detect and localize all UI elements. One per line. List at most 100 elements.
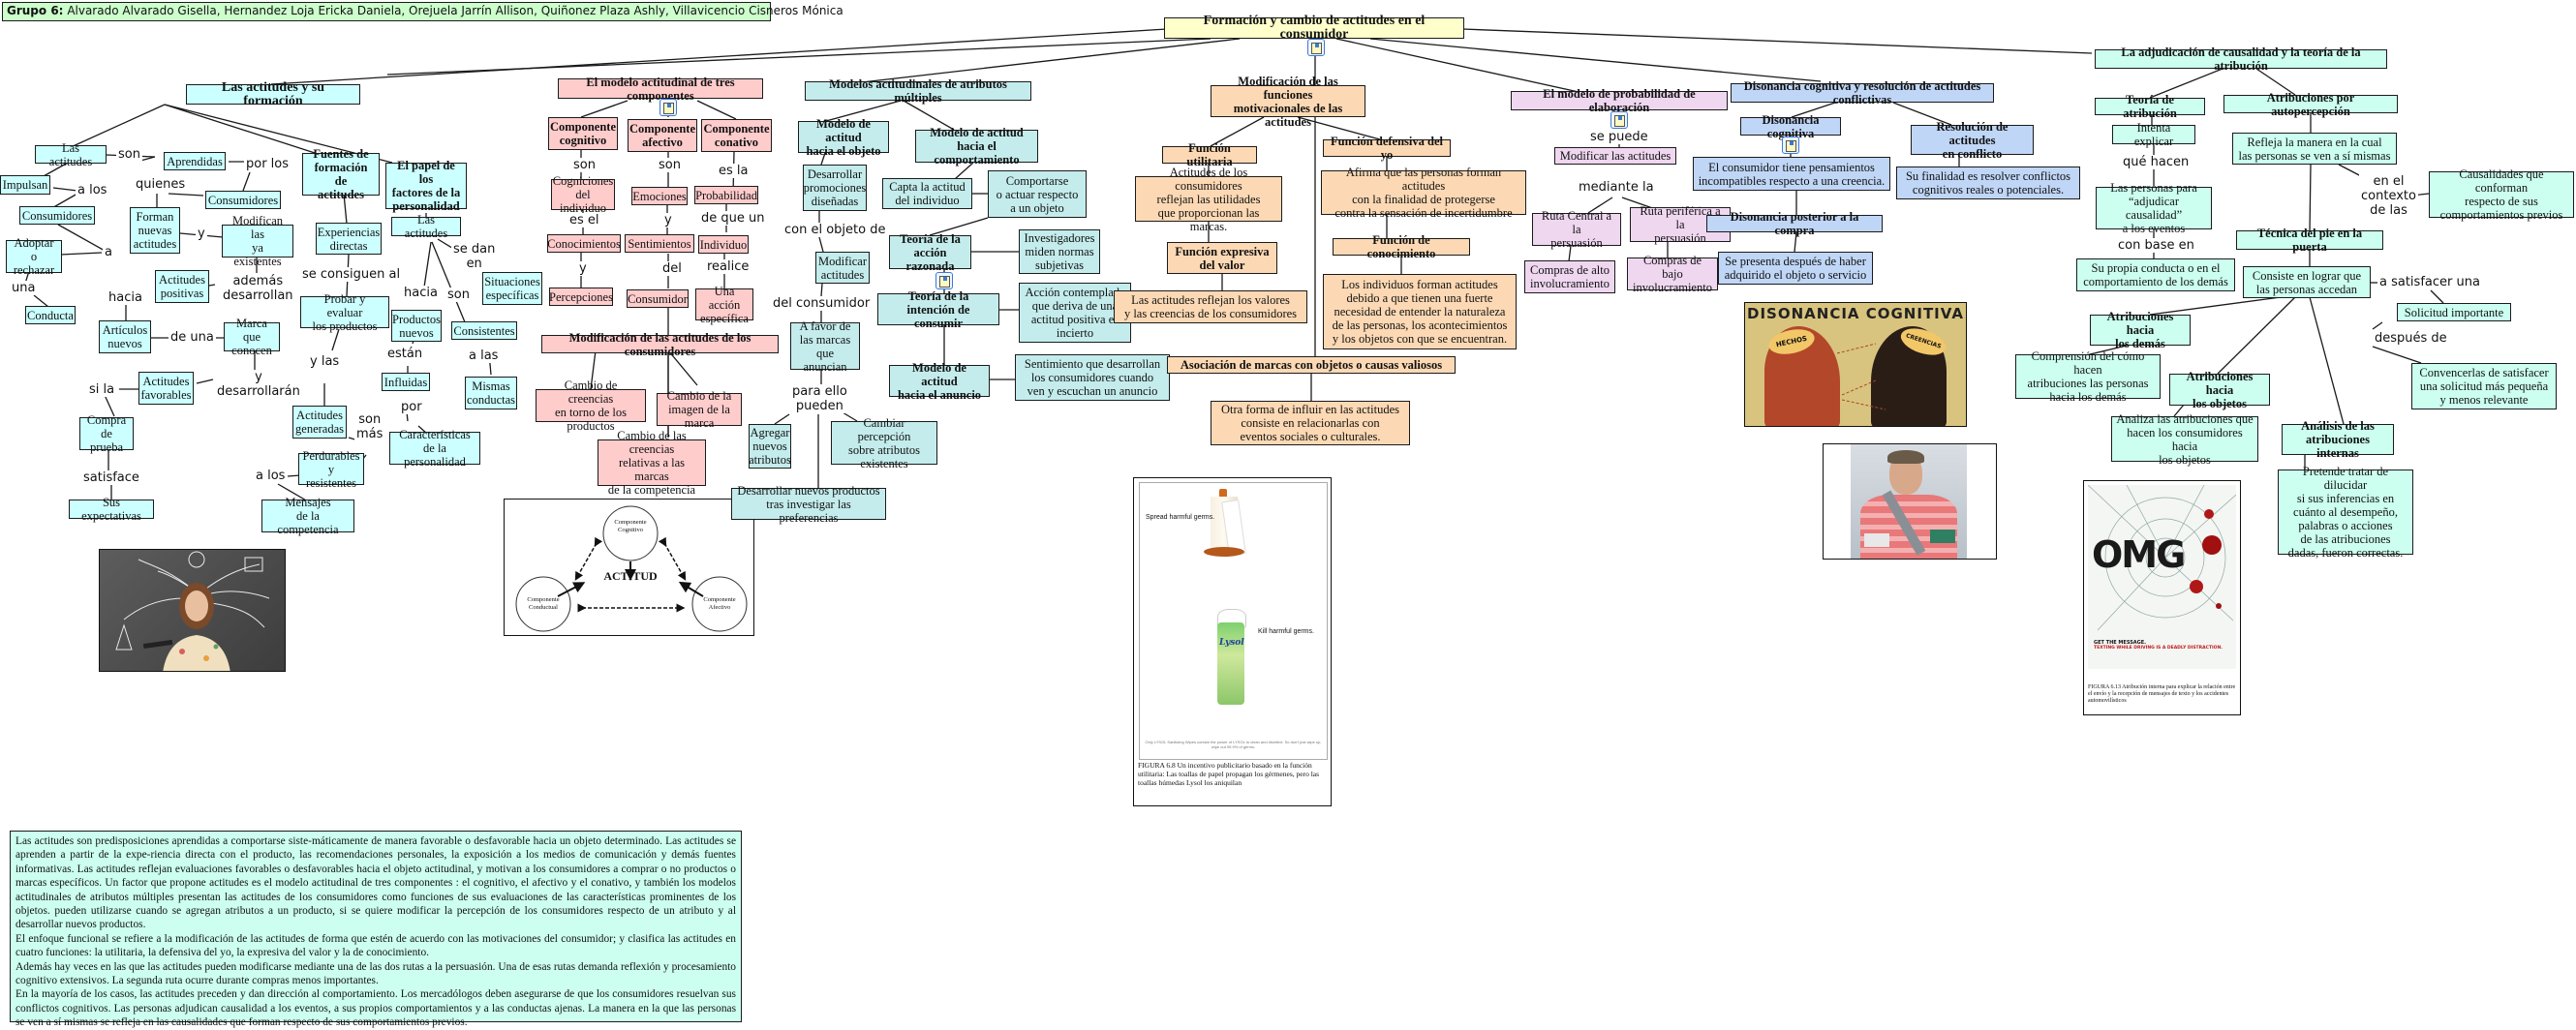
node-conocimiento-desc[interactable]: Los individuos forman actitudes debido a… xyxy=(1323,274,1517,349)
node-componente-cognitivo[interactable]: Componente cognitivo xyxy=(548,117,618,150)
node-pie-puerta[interactable]: Técnica del pie en la puerta xyxy=(2236,227,2383,254)
node-funcion-expresiva[interactable]: Función expresiva del valor xyxy=(1167,242,1277,274)
atribucion-title[interactable]: La adjudicación de causalidad y la teorí… xyxy=(2095,45,2387,73)
node-atribuciones-internas[interactable]: Análisis de las atribuciones internas xyxy=(2282,419,2394,460)
node-consistentes[interactable]: Consistentes xyxy=(451,321,517,340)
node-asociacion[interactable]: Asociación de marcas con objetos o causa… xyxy=(1167,356,1456,374)
funciones-title[interactable]: Modificación de las funciones motivacion… xyxy=(1211,75,1365,129)
node-las-actitudes[interactable]: Las actitudes xyxy=(35,141,107,168)
node-probabilidad[interactable]: Probabilidad xyxy=(694,186,758,204)
node-componente-afectivo[interactable]: Componente afectivo xyxy=(628,119,697,152)
node-accion-contemplada[interactable]: Acción contemplada que deriva de una act… xyxy=(1019,283,1131,343)
node-refleja[interactable]: Refleja la manera en la cual las persona… xyxy=(2232,133,2397,165)
node-actitudes-generadas[interactable]: Actitudes generadas xyxy=(292,406,347,439)
node-comprension[interactable]: Comprensión del cómo hacen atribuciones … xyxy=(2015,349,2161,404)
attachment-icon[interactable] xyxy=(1610,111,1628,129)
node-fuentes[interactable]: Fuentes de formación de actitudes xyxy=(302,147,380,201)
attachment-icon[interactable] xyxy=(1307,39,1325,56)
node-conducta[interactable]: Conducta xyxy=(25,306,76,324)
node-conocimientos[interactable]: Conocimientos xyxy=(547,234,621,253)
elaboracion-title[interactable]: El modelo de probabilidad de elaboración xyxy=(1511,87,1728,114)
node-creencias-productos[interactable]: Cambio de creencias en torno de los prod… xyxy=(536,379,646,433)
node-papel[interactable]: El papel de los factores de la personali… xyxy=(385,159,467,213)
node-adoptar[interactable]: Adoptar o rechazar xyxy=(6,236,62,277)
atributos-multiples-title[interactable]: Modelos actitudinales de atributos múlti… xyxy=(805,77,1031,105)
node-actitudes-favorables[interactable]: Actitudes favorables xyxy=(138,372,194,405)
node-perdurables[interactable]: Perdurables y resistentes xyxy=(298,449,364,490)
node-comportarse[interactable]: Comportarse o actuar respecto a un objet… xyxy=(988,170,1087,218)
node-marca-conocen[interactable]: Marca que conocen xyxy=(224,317,280,357)
node-situaciones[interactable]: Situaciones específicas xyxy=(482,272,542,305)
node-funcion-conocimiento[interactable]: Función de conocimiento xyxy=(1333,233,1470,260)
node-hacia-objetos[interactable]: Atribuciones hacia los objetos xyxy=(2169,370,2270,410)
node-defensiva-desc[interactable]: Afirma que las personas forman actitudes… xyxy=(1321,166,1526,220)
node-hacia-demas[interactable]: Atribuciones hacia los demás xyxy=(2090,310,2191,350)
node-a-favor[interactable]: A favor de las marcas que anuncian xyxy=(790,319,860,374)
node-componente-conativo[interactable]: Componente conativo xyxy=(701,119,772,152)
node-investigadores[interactable]: Investigadores miden normas subjetivas xyxy=(1019,229,1100,274)
node-compras-bajo[interactable]: Compras de bajo involucramiento xyxy=(1627,254,1718,294)
node-compras-alto[interactable]: Compras de alto involucramiento xyxy=(1524,260,1615,293)
node-sus-expectativas[interactable]: Sus expectativas xyxy=(69,496,154,523)
node-influidas[interactable]: Influidas xyxy=(382,373,430,391)
root-node[interactable]: Formación y cambio de actitudes en el co… xyxy=(1164,15,1464,42)
node-compra-prueba[interactable]: Compra de prueba xyxy=(79,413,134,454)
node-las-actitudes-2[interactable]: Las actitudes xyxy=(391,213,461,240)
node-mensajes[interactable]: Mensajes de la competencia xyxy=(261,496,354,536)
disonancia-title[interactable]: Disonancia cognitiva y resolución de act… xyxy=(1731,79,1994,106)
node-hacia-comportamiento[interactable]: Modelo de actitud hacia el comportamient… xyxy=(915,126,1038,167)
node-funcion-utilitaria[interactable]: Función utilitaria xyxy=(1162,141,1257,168)
node-individuo[interactable]: Individuo xyxy=(698,235,749,254)
node-modificar-las-actitudes[interactable]: Modificar las actitudes xyxy=(1554,147,1676,165)
node-sentimiento[interactable]: Sentimiento que desarrollan los consumid… xyxy=(1015,354,1170,401)
node-creencias-competencia[interactable]: Cambio de las creencias relativas a las … xyxy=(598,429,706,497)
node-propia-conducta[interactable]: Su propia conducta o en el comportamient… xyxy=(2076,258,2235,291)
node-intencion-consumir[interactable]: Teoría de la intención de consumir xyxy=(877,289,999,330)
node-agregar[interactable]: Agregar nuevos atributos xyxy=(749,424,791,469)
node-accion-razonada[interactable]: Teoría de la acción razonada xyxy=(889,232,971,273)
node-hacia-anuncio[interactable]: Modelo de actitud hacia el anuncio xyxy=(889,361,990,402)
tres-componentes-title[interactable]: El modelo actitudinal de tres componente… xyxy=(558,76,763,103)
node-consumidor[interactable]: Consumidor xyxy=(627,289,689,308)
node-hacia-objeto[interactable]: Modelo de actitud hacia el objeto xyxy=(798,117,889,158)
node-sentimientos[interactable]: Sentimientos xyxy=(625,234,694,253)
node-probar[interactable]: Probar y evaluar los productos xyxy=(300,292,389,333)
node-articulos-nuevos[interactable]: Artículos nuevos xyxy=(99,320,151,353)
node-solicitud[interactable]: Solicitud importante xyxy=(2397,303,2511,321)
node-causalidades[interactable]: Causalidades que conforman respecto de s… xyxy=(2429,167,2574,222)
node-resolucion-desc[interactable]: Su finalidad es resolver conflictos cogn… xyxy=(1896,167,2080,199)
node-disonancia-cognitiva[interactable]: Disonancia cognitiva xyxy=(1740,113,1841,140)
node-imagen-marca[interactable]: Cambio de la imagen de la marca xyxy=(657,389,742,430)
node-actitudes-positivas[interactable]: Actitudes positivas xyxy=(155,270,209,303)
node-teoria-atribucion[interactable]: Teoría de atribución xyxy=(2095,93,2205,120)
node-expresiva-desc[interactable]: Las actitudes reflejan los valores y las… xyxy=(1114,290,1307,323)
node-aprendidas[interactable]: Aprendidas xyxy=(164,152,226,170)
node-disonancia-posterior[interactable]: Disonancia posterior a la compra xyxy=(1706,210,1883,237)
node-consumidores-left[interactable]: Consumidores xyxy=(19,206,95,225)
node-accion-especifica[interactable]: Una acción específica xyxy=(695,285,753,325)
node-cognitiva-desc[interactable]: El consumidor tiene pensamientos incompa… xyxy=(1693,157,1890,191)
node-desarrollar-nuevos[interactable]: Desarrollar nuevos productos tras invest… xyxy=(731,484,886,525)
node-intenta-explicar[interactable]: Intenta explicar xyxy=(2112,121,2195,148)
node-impulsan[interactable]: Impulsan xyxy=(0,175,50,195)
node-asociacion-desc[interactable]: Otra forma de influir en las actitudes c… xyxy=(1211,401,1410,445)
node-analiza[interactable]: Analiza las atribuciones que hacen los c… xyxy=(2111,412,2258,467)
node-caracteristicas[interactable]: Características de la personalidad xyxy=(389,428,480,469)
attachment-icon[interactable] xyxy=(1782,136,1799,154)
node-resolucion[interactable]: Resolución de actitudes en conflicto xyxy=(1911,120,2034,161)
node-cogniciones[interactable]: Cogniciones del individuo xyxy=(551,174,615,215)
node-productos-nuevos[interactable]: Productos nuevos xyxy=(391,310,442,342)
modificacion-actitudes-title[interactable]: Modificación de las actitudes de los con… xyxy=(541,331,779,358)
node-consumidores-right[interactable]: Consumidores xyxy=(205,191,281,209)
node-forman[interactable]: Forman nuevas actitudes xyxy=(130,207,180,254)
attachment-icon[interactable] xyxy=(659,99,677,116)
node-mismas-conductas[interactable]: Mismas conductas xyxy=(465,377,517,409)
node-modifican[interactable]: Modifican las ya existentes xyxy=(222,214,293,268)
node-pretende[interactable]: Pretende tratar de dilucidar si sus infe… xyxy=(2278,465,2413,560)
node-experiencias[interactable]: Experiencias directas xyxy=(316,223,382,255)
node-funcion-defensiva[interactable]: Función defensiva del yo xyxy=(1323,135,1451,162)
node-autopercepcion[interactable]: Atribuciones por autopercepción xyxy=(2223,91,2398,118)
node-desarrollar-promociones[interactable]: Desarrollar promociones diseñadas xyxy=(803,165,867,211)
node-consiste[interactable]: Consiste en lograr que las personas acce… xyxy=(2243,266,2371,298)
node-cambiar-percepcion[interactable]: Cambiar percepción sobre atributos exist… xyxy=(831,416,937,470)
